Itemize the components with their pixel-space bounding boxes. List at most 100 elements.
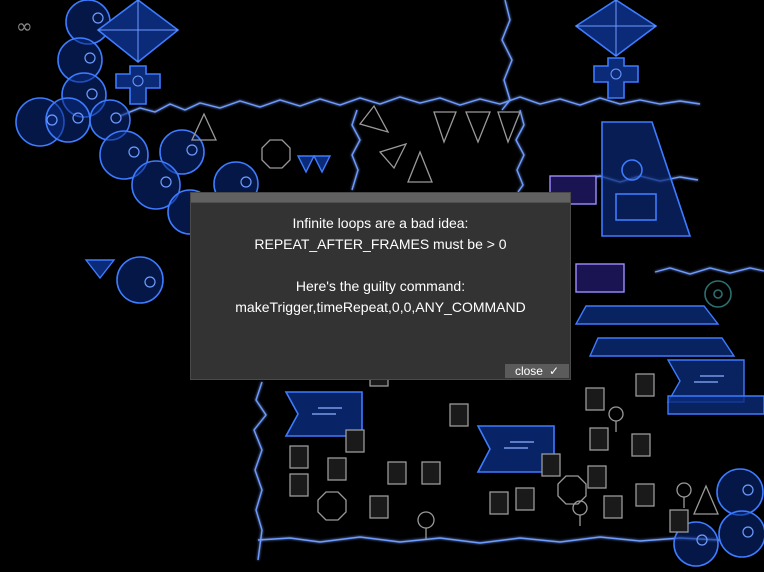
blue-platforms	[574, 305, 764, 415]
diamond-details	[98, 0, 656, 87]
wall-lower-left-vertical	[253, 381, 267, 561]
box-unit	[489, 491, 509, 515]
grey-spike-units	[190, 104, 719, 521]
spike-unit	[378, 142, 408, 170]
turret-core	[240, 176, 252, 188]
triangle-enemy	[84, 259, 116, 280]
turret-core	[742, 526, 754, 538]
box-unit	[515, 487, 535, 511]
turret-circle	[116, 256, 164, 304]
spike-unit	[497, 111, 521, 144]
turret-core	[696, 534, 708, 546]
box-unit	[327, 457, 347, 481]
dialog-body: Infinite loops are a bad idea: REPEAT_AF…	[191, 203, 570, 318]
octagon-unit	[557, 475, 587, 505]
platform	[588, 337, 736, 357]
spike-unit	[407, 150, 433, 183]
turret-circle	[159, 129, 205, 175]
spike-unit	[693, 484, 719, 515]
turret-cores	[46, 12, 754, 546]
box-unit	[369, 495, 389, 519]
cross-base	[115, 65, 161, 105]
error-dialog: Infinite loops are a bad idea: REPEAT_AF…	[190, 192, 571, 380]
wall-vertical-mid	[515, 109, 525, 193]
right-tower	[601, 121, 692, 237]
pin-unit	[572, 500, 588, 516]
dialog-titlebar	[191, 193, 570, 203]
turret-circle	[131, 160, 181, 210]
box-unit	[345, 429, 365, 453]
turret-circle	[718, 510, 764, 558]
dialog-message-line: Here's the guilty command:	[295, 278, 466, 294]
teal-ring	[704, 280, 732, 308]
box-unit	[289, 473, 309, 497]
turret-core	[742, 484, 754, 496]
gate-marks	[312, 375, 724, 449]
triangle-enemy	[312, 155, 332, 174]
box-unit	[603, 495, 623, 519]
turret-circle	[45, 97, 91, 143]
teal-ring-outer	[704, 280, 732, 308]
spike-unit	[433, 111, 457, 144]
box-unit	[541, 453, 561, 477]
dialog-spacer	[191, 255, 570, 276]
octagon-unit	[317, 491, 347, 521]
turret-core	[72, 112, 84, 124]
wall-top-horizontal	[119, 96, 701, 117]
box-unit	[669, 509, 689, 533]
tower-body	[601, 121, 692, 237]
purple-block	[575, 263, 625, 293]
wall-vertical-center	[501, 0, 513, 111]
box-unit	[631, 433, 651, 457]
platform	[667, 395, 764, 415]
box-unit	[421, 461, 441, 485]
cross-core	[132, 75, 144, 87]
box-unit	[387, 461, 407, 485]
turret-circle	[716, 468, 764, 516]
spike-unit	[190, 112, 218, 141]
box-unit	[587, 465, 607, 489]
box-unit	[635, 483, 655, 507]
box-unit	[289, 445, 309, 469]
diamond-structures	[96, 0, 658, 105]
turret-core	[84, 52, 96, 64]
wall-vertical-left	[351, 109, 361, 191]
blue-triangles	[84, 155, 332, 280]
gate-blocks	[284, 391, 555, 473]
grey-pin-units	[417, 406, 692, 540]
pin-unit	[417, 511, 435, 529]
pin-unit	[608, 406, 624, 422]
dialog-message-line: Infinite loops are a bad idea:	[292, 215, 469, 231]
turret-core	[46, 114, 58, 126]
box-unit	[589, 427, 609, 451]
turret-core	[128, 146, 140, 158]
tower-slot	[615, 193, 657, 221]
box-unit	[585, 387, 605, 411]
turret-core	[110, 112, 122, 124]
close-button-label: close	[514, 364, 543, 378]
octagon-unit	[261, 139, 291, 169]
box-unit	[449, 403, 469, 427]
dialog-command-line: makeTrigger,timeRepeat,0,0,ANY_COMMAND	[235, 299, 526, 315]
close-button[interactable]: close ✓	[505, 364, 569, 378]
platform	[574, 305, 720, 325]
cross-core	[610, 68, 622, 80]
spike-unit	[358, 104, 390, 134]
cross-base	[593, 57, 639, 99]
infinity-icon: ∞	[16, 14, 33, 38]
spike-unit	[465, 111, 491, 144]
turret-core	[186, 144, 198, 156]
turret-circle	[673, 521, 719, 567]
pin-unit	[676, 482, 692, 498]
turret-core	[160, 176, 172, 188]
turret-core	[92, 12, 104, 24]
turret-circle	[65, 0, 111, 45]
checkmark-icon: ✓	[548, 364, 560, 378]
teal-ring-inner	[713, 289, 723, 299]
wall-right-short	[654, 267, 764, 275]
turret-core	[86, 88, 98, 100]
tower-eye	[621, 159, 643, 181]
triangle-enemy	[296, 155, 316, 174]
dialog-message-line: REPEAT_AFTER_FRAMES must be > 0	[254, 236, 507, 252]
wall-bottom-horizontal	[257, 536, 721, 544]
